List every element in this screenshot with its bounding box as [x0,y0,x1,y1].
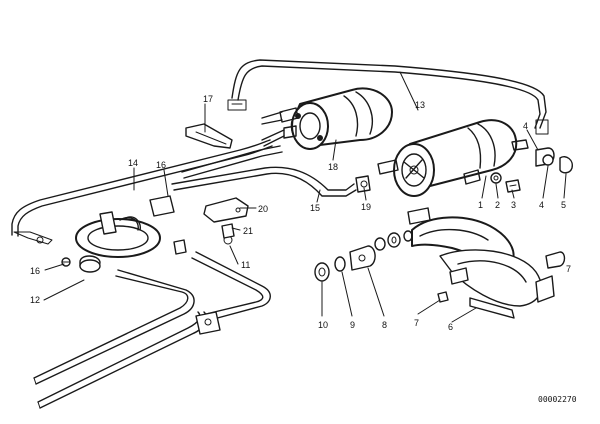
callout-18: 18 [328,162,338,172]
callout-4-top: 4 [523,121,528,131]
small-parts-middle [314,230,413,282]
callout-6: 6 [448,322,453,332]
callout-labels: 17 13 18 14 16 15 19 20 21 11 16 12 1 2 … [30,94,571,332]
catalog-number: 00002270 [538,395,577,404]
bracket-17 [185,123,233,149]
callout-19: 19 [361,202,371,212]
bracket-20 [203,197,249,239]
callout-7-right: 7 [566,264,571,274]
fittings-right [355,147,574,193]
callout-2: 2 [495,200,500,210]
callout-4-bottom: 4 [539,200,544,210]
pump-bracket [407,207,566,319]
sender-unit [61,195,233,273]
callout-14: 14 [128,158,138,168]
callout-8: 8 [382,320,387,330]
callout-7-left: 7 [414,318,419,328]
callout-12: 12 [30,295,40,305]
callout-20: 20 [258,204,268,214]
callout-11: 11 [241,260,250,270]
fuel-filter-18 [261,87,393,150]
fuel-line-16 [171,145,357,197]
fuel-line-upper [227,59,549,135]
callout-21: 21 [243,226,253,236]
callout-17: 17 [203,94,213,104]
callout-16-top: 16 [156,160,166,170]
callout-15: 15 [310,203,320,213]
fuel-pump-1 [377,119,529,197]
hose-lower [33,251,271,409]
callout-9: 9 [350,320,355,330]
callout-5: 5 [561,200,566,210]
callout-1: 1 [478,200,483,210]
callout-10: 10 [318,320,328,330]
callout-3: 3 [511,200,516,210]
leader-lines [43,71,567,323]
callout-16-left: 16 [30,266,40,276]
callout-13: 13 [415,100,425,110]
